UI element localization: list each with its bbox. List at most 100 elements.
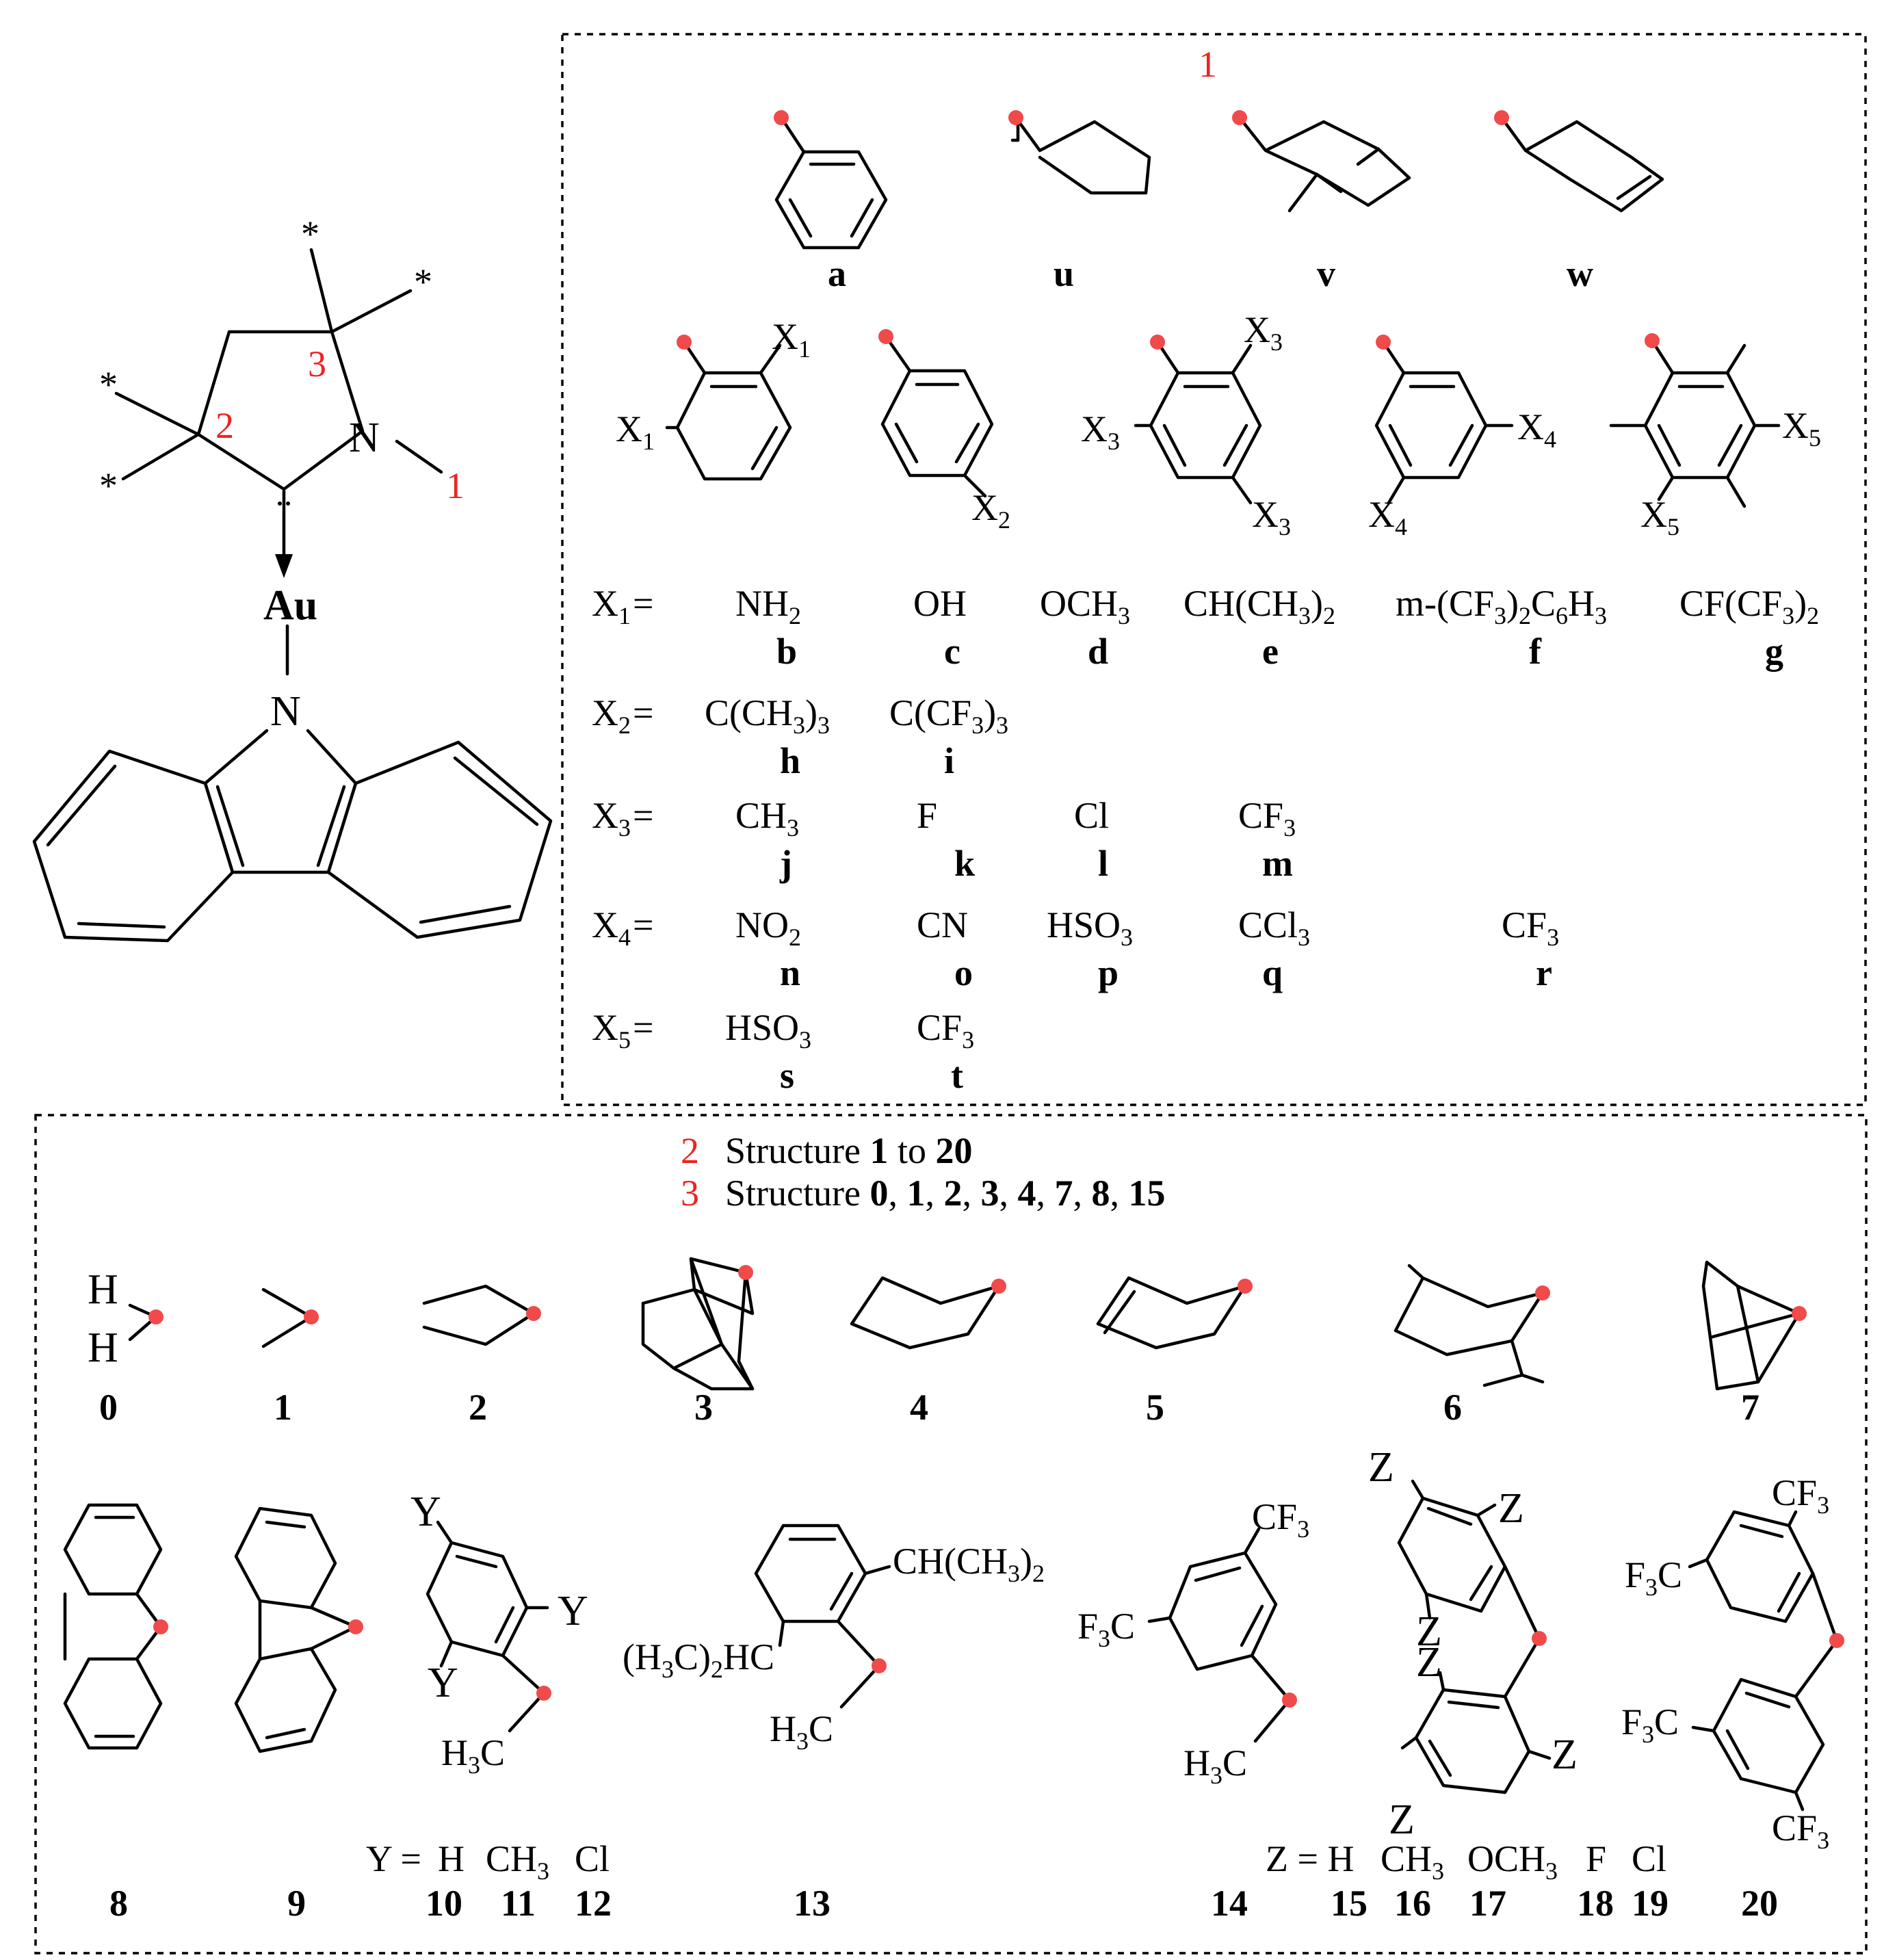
subst-g-formula: CF(CF3)2 bbox=[1679, 583, 1819, 629]
x1-label-a: X1 bbox=[772, 316, 811, 363]
struct-label-18: 18 bbox=[1577, 1883, 1614, 1924]
panel1-title: 1 bbox=[1199, 44, 1217, 85]
subst-r-formula: CF3 bbox=[1502, 904, 1559, 951]
struct-label-19: 19 bbox=[1632, 1883, 1669, 1924]
row-x2-var: X2 bbox=[592, 692, 631, 739]
struct-13-chme2: CH(CH3)2 bbox=[893, 1541, 1045, 1587]
core-au-atom: Au bbox=[263, 582, 317, 629]
ring-w bbox=[1494, 110, 1664, 213]
subst-j-letter: j bbox=[779, 843, 792, 884]
substituent-table: X1=NH2bOHcOCH3dCH(CH3)2em-(CF3)2C6H3fCF(… bbox=[592, 583, 1819, 1096]
struct-label-13: 13 bbox=[794, 1883, 830, 1924]
ring-x3 bbox=[1134, 335, 1262, 505]
struct-13-hcme2: (H3C)2HC bbox=[623, 1636, 774, 1683]
struct-15-z1: Z bbox=[1368, 1444, 1394, 1491]
struct-14-cf3: CF3 bbox=[1252, 1496, 1309, 1543]
subst-s-formula: HSO3 bbox=[725, 1007, 811, 1054]
ring-x5 bbox=[1609, 333, 1781, 508]
struct-0 bbox=[128, 1303, 163, 1342]
row-x4-eq: = bbox=[633, 904, 653, 945]
row-x3-eq: = bbox=[633, 795, 653, 836]
subst-t-formula: CF3 bbox=[917, 1007, 974, 1054]
subst-r-letter: r bbox=[1536, 952, 1552, 993]
subst-c-letter: c bbox=[944, 631, 960, 672]
ring-u-label: u bbox=[1054, 253, 1074, 294]
struct-label-11: 11 bbox=[501, 1883, 536, 1924]
struct-7 bbox=[1701, 1260, 1807, 1391]
struct-13 bbox=[754, 1524, 891, 1709]
ring-v bbox=[1232, 110, 1411, 213]
subst-q-formula: CCl3 bbox=[1238, 904, 1310, 951]
struct-20-f3c-1: F3C bbox=[1625, 1554, 1682, 1601]
ring-x2 bbox=[878, 329, 994, 498]
subst-m-letter: m bbox=[1262, 843, 1293, 884]
struct-15-z4: Z bbox=[1416, 1639, 1442, 1686]
ring-x4 bbox=[1374, 335, 1514, 505]
x3-label-a: X3 bbox=[1244, 309, 1283, 356]
subst-k-letter: k bbox=[954, 843, 975, 884]
subst-k-formula: F bbox=[917, 795, 937, 836]
subst-b-formula: NH2 bbox=[735, 583, 801, 629]
struct-15 bbox=[1397, 1479, 1552, 1794]
struct-15-z6: Z bbox=[1389, 1796, 1415, 1843]
x5-label-b: X5 bbox=[1640, 494, 1679, 540]
struct-9 bbox=[234, 1506, 363, 1753]
subst-q-letter: q bbox=[1262, 952, 1283, 993]
core-star-4: * bbox=[99, 465, 118, 506]
x1-label-b: X1 bbox=[616, 408, 655, 455]
carbazole-n-atom: N bbox=[270, 688, 301, 735]
core-star-1: * bbox=[301, 213, 319, 254]
x3-label-c: X3 bbox=[1252, 494, 1291, 540]
struct-label-0: 0 bbox=[99, 1387, 118, 1428]
struct-label-16: 16 bbox=[1394, 1883, 1431, 1924]
subst-f-letter: f bbox=[1529, 631, 1542, 672]
subst-g-letter: g bbox=[1765, 631, 1783, 672]
subst-c-formula: OH bbox=[913, 583, 967, 624]
struct-label-12: 12 bbox=[575, 1883, 612, 1924]
struct-4 bbox=[850, 1276, 1006, 1350]
x3-label-b: X3 bbox=[1081, 408, 1120, 455]
struct-label-6: 6 bbox=[1443, 1387, 1462, 1428]
struct-0-h2: H bbox=[88, 1324, 118, 1371]
struct-0-h1: H bbox=[88, 1266, 118, 1313]
subst-n-formula: NO2 bbox=[735, 904, 801, 951]
struct-label-1: 1 bbox=[274, 1387, 292, 1428]
subst-s-letter: s bbox=[780, 1055, 794, 1096]
struct-label-5: 5 bbox=[1146, 1387, 1164, 1428]
subst-j-formula: CH3 bbox=[735, 795, 799, 841]
struct-label-14: 14 bbox=[1211, 1883, 1248, 1924]
row-x1-eq: = bbox=[633, 583, 653, 624]
x4-label-a: X4 bbox=[1517, 406, 1556, 453]
subst-e-formula: CH(CH3)2 bbox=[1183, 583, 1335, 629]
subst-i-letter: i bbox=[944, 740, 954, 781]
ring-u bbox=[1008, 110, 1151, 195]
struct-5 bbox=[1096, 1276, 1253, 1350]
panel2-legend: 2 Structure 1 to 20 3 Structure 0, 1, 2,… bbox=[681, 1130, 1165, 1214]
legend-line-2: Structure 0, 1, 2, 3, 4, 7, 8, 15 bbox=[725, 1173, 1165, 1214]
ring-w-label: w bbox=[1567, 253, 1593, 294]
ring-v-label: v bbox=[1317, 253, 1335, 294]
struct-label-17: 17 bbox=[1469, 1883, 1506, 1924]
struct-label-15: 15 bbox=[1331, 1883, 1368, 1924]
struct-label-8: 8 bbox=[109, 1883, 128, 1924]
row-x2-eq: = bbox=[633, 692, 653, 733]
subst-p-letter: p bbox=[1098, 952, 1118, 993]
struct-10-h3c: H3C bbox=[441, 1732, 505, 1779]
row-x3-var: X3 bbox=[592, 795, 631, 841]
struct-2 bbox=[422, 1284, 541, 1346]
struct-label-10: 10 bbox=[426, 1883, 462, 1924]
struct-label-20: 20 bbox=[1741, 1883, 1778, 1924]
subst-f-formula: m-(CF3)2C6H3 bbox=[1396, 583, 1607, 629]
panel2-frame bbox=[34, 1114, 1868, 1955]
subst-m-formula: CF3 bbox=[1238, 795, 1296, 841]
subst-b-letter: b bbox=[776, 631, 797, 672]
subst-d-letter: d bbox=[1088, 631, 1108, 672]
subst-d-formula: OCH3 bbox=[1040, 583, 1130, 629]
struct-label-4: 4 bbox=[910, 1387, 928, 1428]
x2-label: X2 bbox=[971, 487, 1010, 534]
row-x1-var: X1 bbox=[592, 583, 631, 629]
struct-15-z3: Z bbox=[1416, 1608, 1442, 1655]
struct-20-cf3-2: CF3 bbox=[1772, 1807, 1829, 1854]
